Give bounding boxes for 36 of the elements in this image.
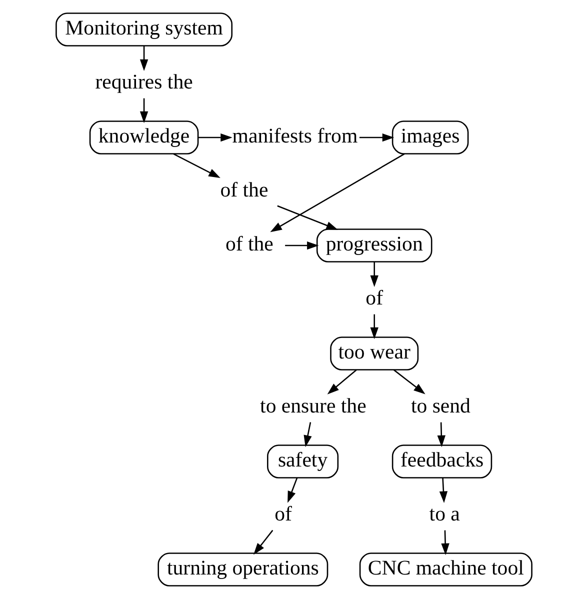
arrow	[370, 314, 378, 340]
node-box: images	[391, 120, 468, 154]
node-text: to a	[428, 501, 460, 526]
node-box: safety	[266, 444, 338, 478]
arrow	[139, 98, 148, 124]
node-box: CNC machine tool	[358, 552, 532, 586]
node-text: of	[365, 285, 383, 310]
arrow	[393, 369, 425, 394]
arrow	[284, 241, 318, 250]
node-box: too wear	[330, 336, 418, 370]
arrow	[139, 46, 148, 72]
node-text: of the	[224, 231, 273, 256]
arrow	[270, 153, 404, 232]
node-box: knowledge	[88, 120, 198, 154]
node-text: to send	[410, 393, 470, 418]
node-box: Monitoring system	[55, 12, 232, 46]
node-box: progression	[316, 228, 432, 262]
arrow	[370, 262, 378, 288]
arrow	[436, 422, 445, 448]
arrow	[198, 133, 232, 142]
arrow	[172, 153, 220, 178]
node-text: requires the	[94, 69, 192, 94]
arrow	[303, 422, 312, 448]
arrow	[276, 205, 338, 230]
arrow	[358, 133, 394, 142]
node-text: of	[274, 501, 292, 526]
node-box: feedbacks	[391, 444, 492, 478]
arrow	[440, 530, 449, 556]
arrow	[326, 369, 356, 394]
node-text: manifests from	[232, 123, 358, 148]
arrow	[253, 530, 273, 555]
arrow	[287, 478, 298, 503]
node-box: turning operations	[157, 552, 328, 586]
arrow	[438, 478, 448, 504]
node-text: to ensure the	[260, 393, 366, 418]
node-text: of the	[220, 177, 268, 202]
